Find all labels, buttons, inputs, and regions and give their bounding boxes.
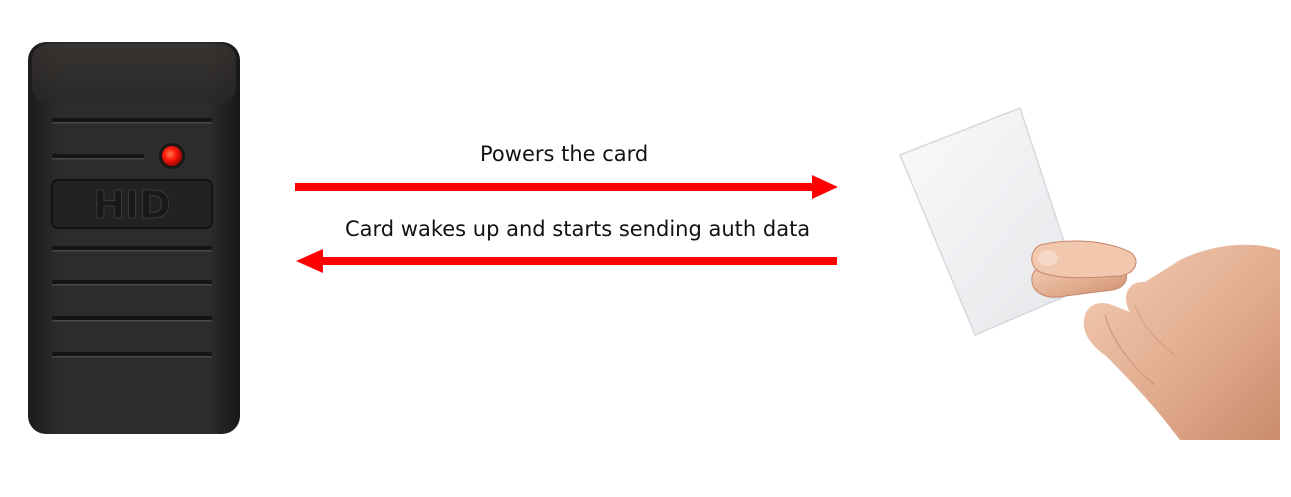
forward-arrow	[295, 175, 838, 199]
backward-arrow-label: Card wakes up and starts sending auth da…	[345, 217, 811, 241]
hand-holding-card-icon	[899, 107, 1280, 440]
backward-arrow	[296, 249, 837, 273]
access-card	[899, 107, 1081, 336]
forward-arrow-label: Powers the card	[480, 142, 649, 166]
reader-brand-text: HID	[93, 183, 170, 227]
rfid-reader-icon: HID	[28, 42, 240, 434]
